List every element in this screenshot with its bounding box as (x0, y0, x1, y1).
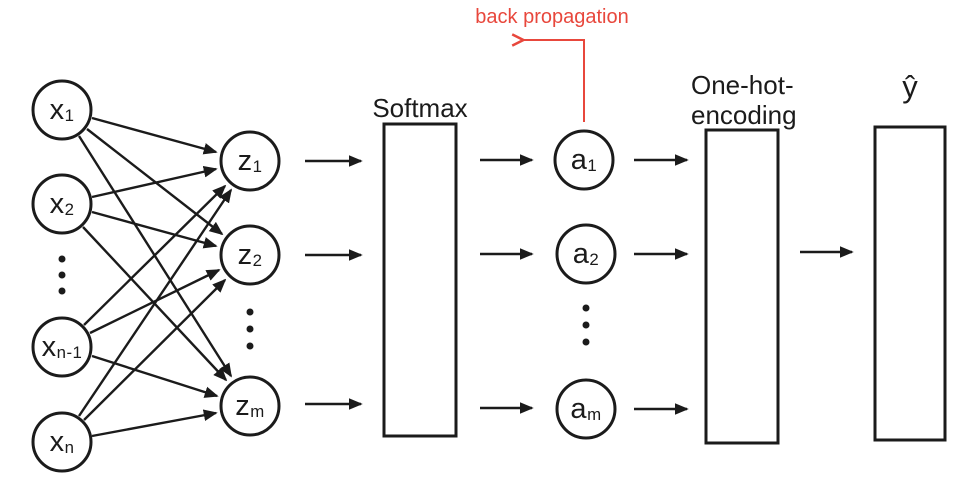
node-x2-circle (31, 173, 93, 235)
node-zm-label: zm (235, 390, 265, 422)
softmax-box (382, 122, 458, 438)
flow-arrows (305, 154, 854, 415)
node-z1-label: z1 (237, 145, 263, 177)
arrow-xn-z2 (83, 278, 227, 421)
node-z2-label: z2 (237, 239, 263, 271)
arrow-x2-z2 (91, 210, 218, 249)
node-x1-circle (31, 79, 93, 141)
node-x1-label: x1 (49, 94, 75, 126)
node-z1-circle (219, 130, 281, 192)
node-zm-circle (219, 375, 281, 437)
softmax-label: Softmax (372, 93, 468, 123)
node-circles (31, 79, 617, 473)
one-hot-encoding-label-line1: One-hot- (691, 70, 794, 100)
one-hot-encoding-label: One-hot- encoding (691, 70, 797, 130)
x-ellipsis-dot (58, 287, 66, 295)
back-propagation-arrow (522, 40, 585, 122)
arrow-xn1-z2 (89, 268, 221, 335)
x-ellipsis-dot (58, 255, 66, 263)
z-ellipsis-dot (246, 342, 254, 350)
node-am-label: am (570, 393, 602, 425)
node-a2-circle (555, 223, 617, 285)
layer-boxes (382, 122, 947, 445)
a-ellipsis-dot (582, 321, 590, 329)
one-hot-encoding-box (704, 128, 780, 445)
arrow-x2-z1 (91, 166, 218, 199)
arrow-x1-z2 (86, 128, 224, 236)
node-xn-label: xn (49, 426, 75, 458)
a-ellipsis-dot (582, 304, 590, 312)
input-to-hidden-arrows (77, 116, 233, 438)
arrow-xn-zm (91, 409, 218, 438)
ellipsis-dots (58, 255, 590, 350)
node-xn-circle (31, 411, 93, 473)
arrow-xn1-z1 (83, 184, 227, 326)
a-ellipsis-dot (582, 338, 590, 346)
arrow-xn1-zm (91, 354, 219, 398)
node-a1-label: a1 (570, 144, 598, 176)
y-hat-label: ŷ (902, 69, 918, 104)
one-hot-encoding-label-line2: encoding (691, 100, 797, 130)
back-propagation-label: back propagation (475, 6, 629, 28)
arrow-x1-z1 (91, 116, 218, 155)
z-ellipsis-dot (246, 325, 254, 333)
node-xn1-circle (31, 316, 93, 378)
node-a2-label: a2 (572, 238, 600, 270)
node-x2-label: x2 (49, 188, 75, 220)
node-a1-circle (553, 129, 615, 191)
node-z2-circle (219, 224, 281, 286)
y-hat-box (873, 125, 947, 442)
node-am-circle (555, 378, 617, 440)
z-ellipsis-dot (246, 308, 254, 316)
node-xn1-label: xn-1 (41, 331, 83, 363)
arrow-xn-z1 (78, 188, 232, 417)
x-ellipsis-dot (58, 271, 66, 279)
